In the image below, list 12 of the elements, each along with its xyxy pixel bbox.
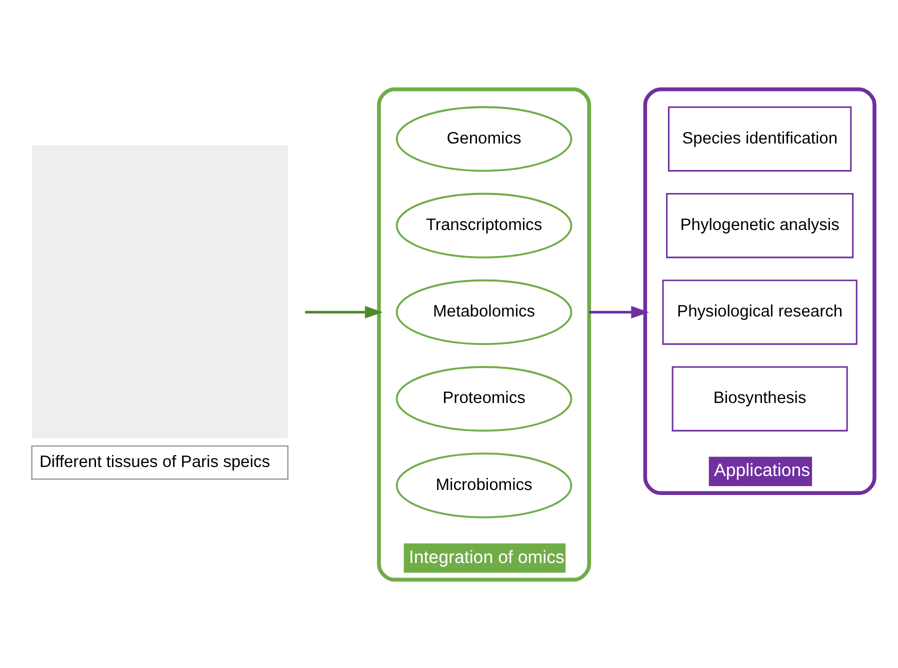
node-ellipse: Genomics: [396, 106, 572, 172]
node-ellipse: Transcriptomics: [396, 192, 572, 258]
node-box: Phylogenetic analysis: [666, 192, 854, 258]
node-ellipse: Proteomics: [396, 366, 572, 432]
arrow: [305, 305, 383, 318]
arrow: [589, 305, 650, 318]
node-box: Physiological research: [662, 279, 858, 344]
node-box: Species identification: [668, 106, 852, 172]
node-box: Biosynthesis: [672, 366, 848, 431]
node-ellipse: Microbiomics: [396, 452, 572, 518]
node-label: Different tissues of Paris speics: [39, 451, 270, 470]
node-ellipse: Metabolomics: [396, 278, 572, 344]
